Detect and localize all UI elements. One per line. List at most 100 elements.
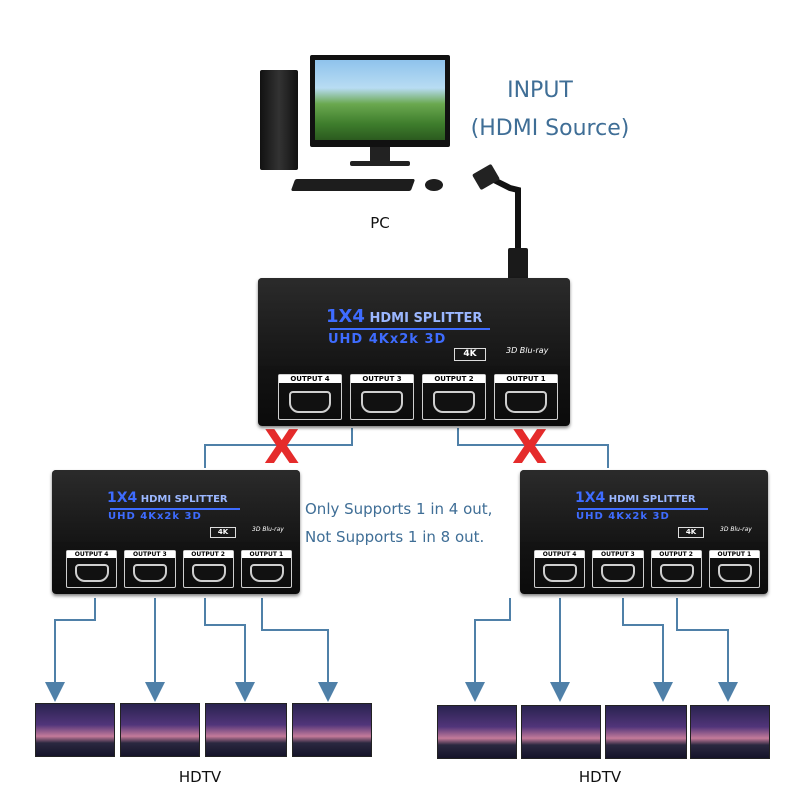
hdmi-port-icon [361, 391, 403, 413]
hdtv-right-1 [437, 705, 517, 759]
hdmi-port-icon [659, 564, 694, 582]
hdtv-label-left: HDTV [178, 768, 222, 786]
x-mark-right: X [512, 420, 548, 474]
port-output-2[interactable]: OUTPUT 2 [182, 550, 234, 588]
bluray-logo: 3D Blu-ray [506, 346, 549, 355]
port-label: OUTPUT 1 [709, 551, 759, 558]
note-line-1: Only Supports 1 in 4 out, [305, 500, 493, 518]
hdtv-label-right: HDTV [578, 768, 622, 786]
bluray-logo: 3D Blu-ray [720, 526, 752, 533]
port-label: OUTPUT 3 [593, 551, 643, 558]
hdmi-plug-top [472, 164, 500, 190]
splitter-divider [578, 508, 708, 510]
port-label: OUTPUT 2 [183, 551, 233, 558]
splitter-ports: OUTPUT 4 OUTPUT 3 OUTPUT 2 OUTPUT 1 [278, 374, 558, 420]
badge-4k: 4K [210, 527, 236, 538]
hdmi-port-icon [289, 391, 331, 413]
badge-4k-text: 4K [685, 528, 697, 536]
monitor-screen [315, 60, 445, 140]
splitter-ports: OUTPUT 4 OUTPUT 3 OUTPUT 2 OUTPUT 1 [66, 550, 292, 588]
splitter-subtitle: UHD 4Kx2k 3D [576, 511, 670, 522]
port-label: OUTPUT 4 [279, 375, 341, 383]
hdtv-left-2 [120, 703, 200, 757]
port-output-1[interactable]: OUTPUT 1 [494, 374, 558, 420]
hdmi-plug-bottom [508, 248, 528, 280]
port-label: OUTPUT 2 [423, 375, 485, 383]
hdtv-right-2 [521, 705, 601, 759]
hdmi-port-icon [717, 564, 752, 582]
input-title: INPUT [507, 78, 573, 103]
port-output-4[interactable]: OUTPUT 4 [278, 374, 342, 420]
hdmi-port-icon [249, 564, 284, 582]
left-splitter: 1X4 HDMI SPLITTER UHD 4Kx2k 3D 4K 3D Blu… [52, 470, 300, 594]
port-output-4[interactable]: OUTPUT 4 [66, 550, 118, 588]
pc-monitor [310, 55, 450, 147]
port-label: OUTPUT 1 [495, 375, 557, 383]
monitor-stand [370, 147, 390, 163]
port-output-3[interactable]: OUTPUT 3 [124, 550, 176, 588]
port-output-4[interactable]: OUTPUT 4 [534, 550, 586, 588]
right-splitter: 1X4 HDMI SPLITTER UHD 4Kx2k 3D 4K 3D Blu… [520, 470, 768, 594]
port-output-1[interactable]: OUTPUT 1 [708, 550, 760, 588]
note-line-2: Not Supports 1 in 8 out. [305, 528, 485, 546]
port-output-2[interactable]: OUTPUT 2 [650, 550, 702, 588]
hdmi-port-icon [543, 564, 577, 582]
hdtv-left-3 [205, 703, 287, 757]
splitter-title: 1X4 HDMI SPLITTER [326, 306, 482, 327]
port-label: OUTPUT 3 [351, 375, 413, 383]
splitter-title-text: HDMI SPLITTER [369, 311, 483, 326]
arrow-right-1 [465, 598, 511, 702]
main-splitter: 1X4 HDMI SPLITTER UHD 4Kx2k 3D 4K 3D Blu… [258, 278, 570, 426]
splitter-subtitle: UHD 4Kx2k 3D [328, 332, 447, 347]
splitter-title-big: 1X4 [326, 306, 365, 327]
splitter-top-face [258, 278, 570, 366]
input-subtitle: (HDMI Source) [470, 116, 630, 141]
badge-4k-text: 4K [463, 349, 477, 359]
port-label: OUTPUT 4 [67, 551, 117, 558]
splitter-title-text: HDMI SPLITTER [608, 494, 696, 505]
arrow-right-3 [622, 598, 673, 702]
bluray-logo: 3D Blu-ray [252, 526, 284, 533]
pc-tower [260, 70, 298, 170]
mouse [425, 179, 443, 191]
splitter-title-big: 1X4 [575, 490, 606, 506]
splitter-divider [330, 328, 490, 330]
arrow-left-1 [45, 598, 96, 702]
splitter-ports: OUTPUT 4 OUTPUT 3 OUTPUT 2 OUTPUT 1 [534, 550, 760, 588]
hdmi-cable [492, 177, 521, 250]
port-label: OUTPUT 1 [241, 551, 291, 558]
pc-label: PC [370, 214, 390, 232]
port-output-1[interactable]: OUTPUT 1 [240, 550, 292, 588]
badge-4k: 4K [454, 348, 486, 361]
hdtv-right-4 [690, 705, 770, 759]
badge-4k: 4K [678, 527, 704, 538]
hdtv-left-1 [35, 703, 115, 757]
splitter-divider [110, 508, 240, 510]
arrow-left-3 [204, 598, 255, 702]
splitter-title-text: HDMI SPLITTER [140, 494, 228, 505]
hdtv-right-3 [605, 705, 687, 759]
line-main-to-right [457, 428, 609, 468]
port-output-3[interactable]: OUTPUT 3 [592, 550, 644, 588]
splitter-subtitle: UHD 4Kx2k 3D [108, 511, 202, 522]
hdmi-port-icon [75, 564, 109, 582]
x-mark-left: X [264, 420, 300, 474]
hdtv-left-4 [292, 703, 372, 757]
pc-illustration [255, 55, 455, 205]
splitter-title: 1X4 HDMI SPLITTER [575, 490, 696, 506]
splitter-title-big: 1X4 [107, 490, 138, 506]
splitter-top-face [52, 470, 300, 542]
hdmi-port-icon [133, 564, 168, 582]
monitor-base [350, 161, 410, 166]
port-label: OUTPUT 2 [651, 551, 701, 558]
splitter-title: 1X4 HDMI SPLITTER [107, 490, 228, 506]
hdmi-port-icon [433, 391, 475, 413]
port-output-3[interactable]: OUTPUT 3 [350, 374, 414, 420]
port-output-2[interactable]: OUTPUT 2 [422, 374, 486, 420]
arrow-right-4 [676, 598, 738, 702]
splitter-top-face [520, 470, 768, 542]
port-label: OUTPUT 3 [125, 551, 175, 558]
arrow-left-4 [261, 598, 338, 702]
hdmi-port-icon [191, 564, 226, 582]
port-label: OUTPUT 4 [535, 551, 585, 558]
